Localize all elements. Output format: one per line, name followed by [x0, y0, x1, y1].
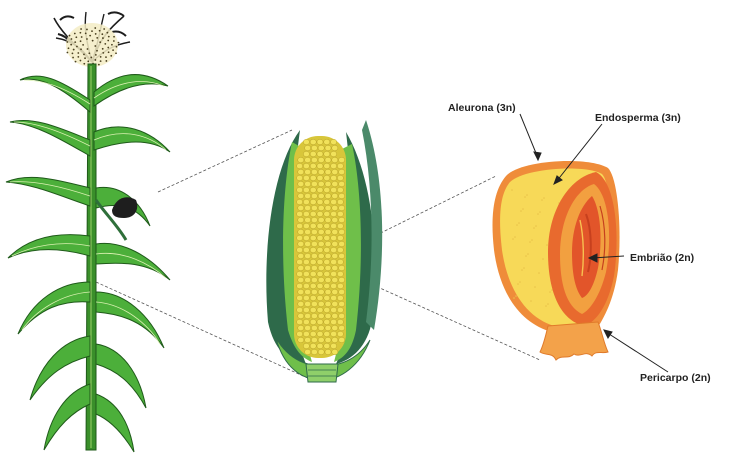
maize-plant: [6, 12, 170, 452]
label-endosperma: Endosperma (3n): [595, 112, 681, 124]
label-aleurona: Aleurona (3n): [448, 102, 516, 114]
pericarp-tip: [540, 322, 608, 360]
tassel: [54, 12, 130, 67]
kernel-section: [493, 161, 620, 360]
label-embriao: Embrião (2n): [630, 252, 694, 264]
corn-cob: [266, 120, 382, 382]
label-pericarpo: Pericarpo (2n): [640, 372, 711, 384]
